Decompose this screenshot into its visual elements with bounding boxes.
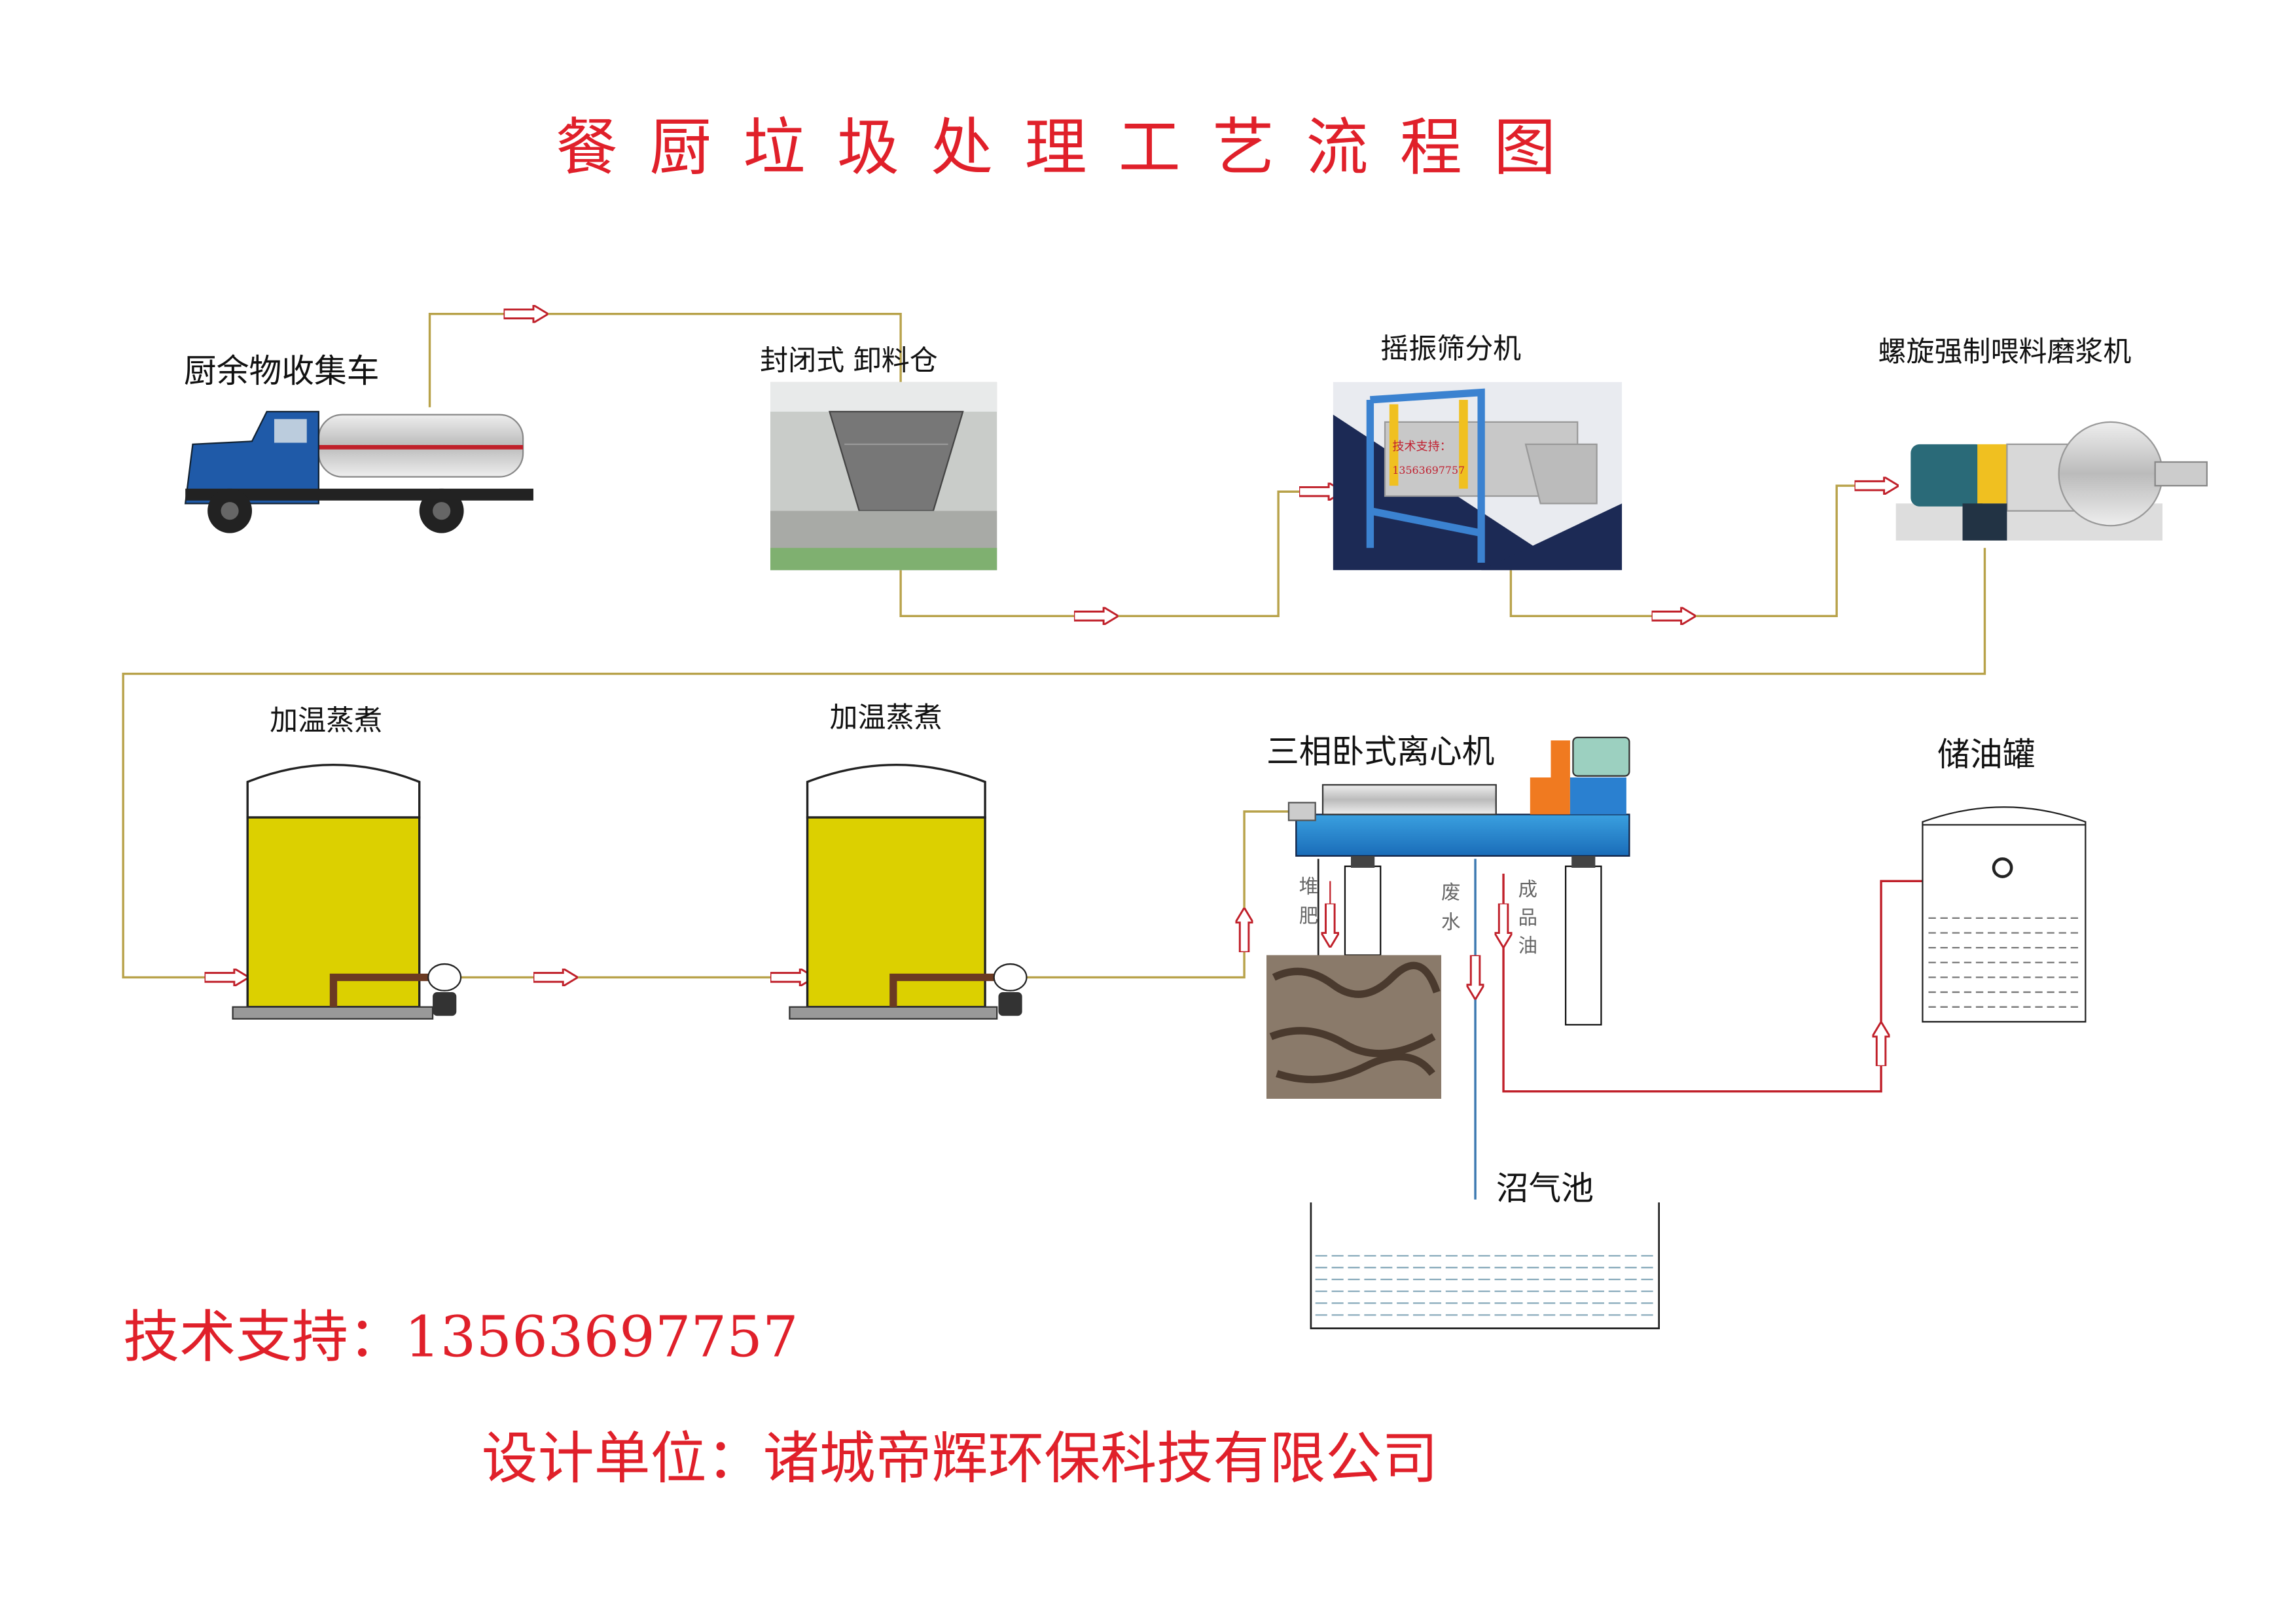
oil-output-label: 成 品 油 [1518, 878, 1537, 957]
tech-support-text: 技术支持：13563697757 [123, 1305, 798, 1370]
heater2-label: 加温蒸煮 [830, 702, 942, 734]
biogas-pool [1310, 1202, 1660, 1330]
pump-icon [993, 963, 1028, 991]
page-title: 餐 厨 垃 圾 处 理 工 艺 流 程 图 [556, 112, 1562, 184]
oil-tank [1922, 806, 2087, 1023]
grinder-label: 螺旋强制喂料磨浆机 [1878, 336, 2132, 368]
compost-output-label: 堆 肥 [1299, 875, 1318, 927]
pump-icon [427, 963, 462, 991]
centrifuge-image [1287, 736, 1630, 1026]
sifter-label: 摇振筛分机 [1380, 333, 1521, 366]
flow-arrows [183, 314, 1877, 978]
compost-char: 肥 [1299, 905, 1318, 927]
designer-text: 设计单位：诸城帝辉环保科技有限公司 [482, 1426, 1438, 1491]
hopper-image [770, 382, 997, 571]
sifter-watermark-phone: 13563697757 [1392, 464, 1465, 476]
oil-tank-label: 储油罐 [1937, 736, 2035, 774]
heating-tank-2: 加温蒸煮 [789, 702, 1028, 1020]
compost-char: 堆 [1299, 875, 1318, 897]
truck-label: 厨余物收集车 [184, 352, 380, 390]
heating-tank-1: 加温蒸煮 [232, 705, 462, 1020]
hopper-label: 封闭式 卸料仓 [760, 345, 938, 378]
oil-line [1502, 874, 1923, 1093]
hatch-icon [1992, 857, 2013, 878]
heater1-label: 加温蒸煮 [270, 705, 382, 738]
sifter-watermark-label: 技术支持： [1392, 440, 1451, 454]
grinder-image [1895, 421, 2208, 541]
collection-truck-image [184, 410, 533, 533]
wastewater-char: 废 [1441, 882, 1460, 904]
biogas-pool-label: 沼气池 [1496, 1169, 1594, 1207]
oil-char: 品 [1518, 906, 1537, 929]
wastewater-char: 水 [1441, 911, 1460, 933]
wastewater-output-label: 废 水 [1441, 882, 1460, 933]
oil-char: 油 [1518, 935, 1537, 957]
flow-pipes [122, 313, 1986, 979]
sifter-image: 技术支持： 13563697757 [1333, 382, 1623, 571]
centrifuge-label: 三相卧式离心机 [1266, 732, 1494, 770]
oil-char: 成 [1518, 878, 1537, 901]
compost-texture [1269, 961, 1441, 1084]
